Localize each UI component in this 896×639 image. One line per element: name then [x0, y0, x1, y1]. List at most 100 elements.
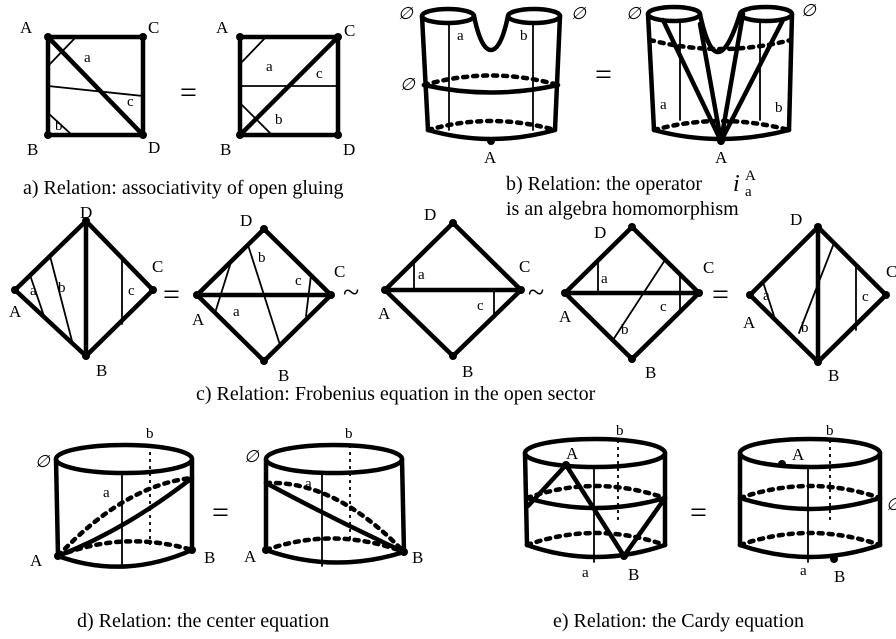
- caption-b-line2: is an algebra homomorphism: [506, 198, 739, 220]
- empty-set-label: ∅: [571, 4, 587, 23]
- equals-sign: =: [212, 496, 229, 529]
- boundary-label: a: [763, 288, 770, 304]
- vertex-label: A: [244, 547, 257, 566]
- boundary-label: b: [520, 28, 528, 44]
- boundary-label: b: [55, 118, 63, 134]
- equals-sign: =: [712, 278, 729, 311]
- boundary-label: c: [128, 283, 135, 299]
- vertex-label: B: [645, 363, 656, 382]
- cylinder-left: A b a B: [522, 423, 668, 584]
- vertex-label: C: [334, 262, 345, 281]
- caption-c: c) Relation: Frobenius equation in the o…: [196, 383, 596, 405]
- caption-e: e) Relation: the Cardy equation: [553, 610, 804, 632]
- boundary-label: a: [582, 565, 589, 581]
- operator-subscript: a: [745, 184, 752, 200]
- panel-d: ∅ b a A B = ∅ b a A B d) Relation: the c…: [30, 426, 423, 632]
- operator-symbol: i: [733, 171, 740, 197]
- panel-a: A C B D a c b = A C B D a c b a) Rel: [20, 18, 355, 199]
- boundary-label: b: [621, 322, 629, 338]
- caption-a: a) Relation: associativity of open gluin…: [23, 177, 344, 199]
- square-right: A C B D a c b: [216, 18, 355, 159]
- empty-set-label: ∅: [244, 447, 260, 466]
- boundary-label: a: [30, 283, 37, 299]
- similar-sign: ~: [343, 276, 359, 309]
- diamond-4: D C B A a b c: [559, 223, 714, 382]
- equals-sign: =: [163, 278, 180, 311]
- square-left: A C B D a c b: [20, 18, 160, 159]
- operator-superscript: A: [745, 168, 756, 184]
- empty-set-label: ∅: [801, 1, 817, 20]
- vertex-label: A: [792, 445, 805, 464]
- empty-set-label: ∅: [398, 4, 414, 23]
- diamond-5: D C B A a b c: [743, 210, 896, 385]
- boundary-label: a: [457, 28, 464, 44]
- vertex-label: A: [378, 304, 391, 323]
- vertex-label: A: [715, 148, 728, 167]
- vertex-label: B: [27, 140, 38, 159]
- vertex-label: B: [834, 567, 845, 586]
- vertex-label: B: [220, 140, 231, 159]
- vertex-label: C: [148, 18, 159, 37]
- vertex-label: B: [96, 361, 107, 380]
- boundary-label: c: [862, 289, 869, 305]
- empty-set-label: ∅: [626, 4, 642, 23]
- boundary-label: b: [275, 112, 283, 128]
- vertex-label: D: [594, 223, 606, 242]
- vertex-label: A: [20, 18, 33, 37]
- boundary-label: a: [601, 271, 608, 287]
- vertex-label: A: [30, 551, 43, 570]
- vertex-label: D: [80, 203, 92, 222]
- vertex-label: D: [424, 205, 436, 224]
- vertex-label: C: [519, 257, 530, 276]
- boundary-label: b: [146, 426, 154, 442]
- vertex-label: C: [344, 21, 355, 40]
- vertex-label: C: [703, 258, 714, 277]
- empty-set-label: ∅: [35, 452, 51, 471]
- vertex-label: B: [628, 565, 639, 584]
- panel-e: A b a B = A b a B ∅ e) Relation: the Car…: [522, 423, 896, 632]
- boundary-label: a: [305, 476, 312, 492]
- boundary-label: a: [84, 50, 91, 66]
- boundary-label: a: [800, 563, 807, 579]
- boundary-label: c: [295, 273, 302, 289]
- vertex-label: C: [152, 257, 163, 276]
- boundary-label: b: [616, 423, 624, 439]
- pants-left: ∅ ∅ ∅ a b A: [398, 4, 587, 167]
- vertex-label: A: [216, 18, 229, 37]
- diamond-1: D C B A a b c: [9, 203, 163, 380]
- vertex-label: C: [886, 262, 896, 281]
- vertex-label: D: [148, 138, 160, 157]
- boundary-label: a: [418, 267, 425, 283]
- vertex-label: B: [462, 362, 473, 381]
- panel-b: ∅ ∅ ∅ a b A = ∅ ∅ a b: [398, 1, 817, 220]
- boundary-label: a: [233, 304, 240, 320]
- equals-sign: =: [595, 58, 612, 91]
- boundary-label: b: [826, 423, 834, 439]
- vertex-label: A: [484, 148, 497, 167]
- boundary-label: b: [345, 426, 353, 442]
- vertex-label: B: [278, 366, 289, 385]
- vertex-label: B: [828, 366, 839, 385]
- boundary-label: a: [103, 485, 110, 501]
- panel-c: D C B A a b c = D C B A a b c ~: [9, 203, 896, 405]
- vertex-label: A: [9, 302, 22, 321]
- boundary-label: b: [58, 280, 66, 296]
- boundary-label: b: [775, 100, 783, 116]
- empty-set-label: ∅: [886, 495, 896, 514]
- diamond-3: D C B A a c: [378, 205, 530, 381]
- caption-d: d) Relation: the center equation: [77, 610, 329, 632]
- boundary-label: b: [258, 250, 266, 266]
- vertex-label: D: [343, 140, 355, 159]
- vertex-label: B: [204, 548, 215, 567]
- boundary-label: c: [477, 298, 484, 314]
- vertex-label: A: [559, 307, 572, 326]
- diamond-2: D C B A a b c: [192, 211, 345, 385]
- vertex-label: A: [743, 313, 756, 332]
- cylinder-left: ∅ b a A B: [30, 426, 215, 570]
- cylinder-right: A b a B ∅: [737, 423, 896, 586]
- vertex-label: D: [240, 211, 252, 230]
- boundary-label: c: [316, 66, 323, 82]
- vertex-label: A: [566, 444, 579, 463]
- caption-b-line1: b) Relation: the operator: [506, 173, 702, 195]
